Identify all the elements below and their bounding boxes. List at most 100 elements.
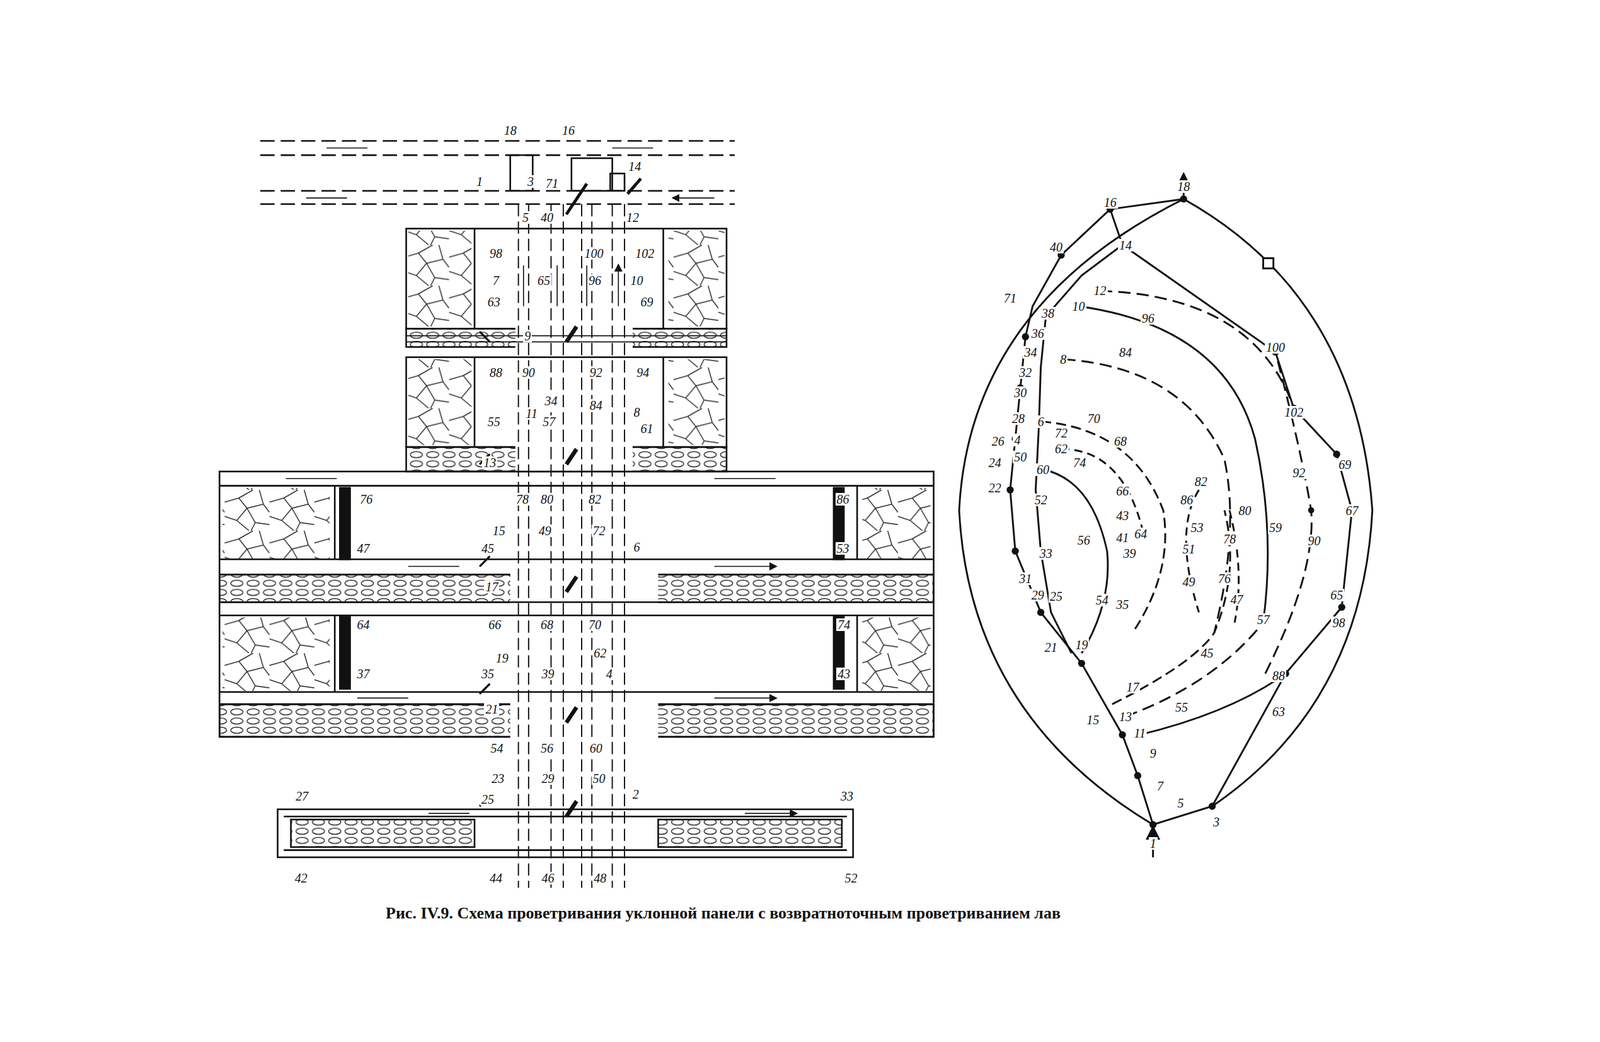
callout-number: 55 (1174, 700, 1190, 714)
callout-number: 7 (491, 274, 501, 287)
callout-number: 59 (1267, 521, 1284, 534)
callout-number: 19 (494, 651, 510, 665)
callout-number: 6 (1036, 415, 1046, 428)
callout-number: 70 (1086, 412, 1102, 425)
callout-number: 24 (987, 456, 1003, 469)
callout-number: 30 (1012, 386, 1028, 399)
callout-number: 8 (1058, 352, 1068, 366)
callout-number: 66 (1114, 484, 1130, 498)
callout-number: 71 (544, 177, 560, 190)
callout-number: 29 (540, 771, 556, 785)
callout-number: 47 (355, 541, 371, 555)
callout-number: 39 (1122, 546, 1138, 560)
callout-number: 57 (1255, 613, 1272, 626)
callout-number: 69 (639, 295, 655, 309)
callout-number: 35 (1114, 598, 1130, 611)
callout-number: 10 (628, 274, 645, 287)
callout-number: 45 (1199, 646, 1215, 660)
callout-number: 4 (604, 667, 614, 680)
callout-number: 2 (631, 787, 641, 801)
callout-number: 62 (592, 646, 608, 660)
callout-number: 29 (1030, 588, 1046, 602)
callout-number: 74 (1071, 456, 1088, 469)
callout-number: 12 (1092, 284, 1108, 297)
callout-number: 5 (1175, 796, 1185, 810)
callout-number: 9 (1148, 746, 1158, 760)
callout-number: 14 (627, 160, 643, 173)
callout-number: 88 (1271, 669, 1287, 682)
callout-number: 88 (488, 366, 504, 379)
callout-number: 78 (514, 492, 530, 506)
callout-number: 1 (1148, 836, 1158, 850)
callout-number: 61 (639, 422, 655, 435)
callout-number: 76 (358, 492, 374, 506)
callout-number: 39 (540, 667, 556, 680)
callout-number: 11 (524, 407, 539, 420)
callout-number: 4 (1012, 433, 1022, 447)
callout-number: 33 (1038, 546, 1054, 560)
callout-number: 21 (483, 702, 500, 716)
callout-number: 15 (1085, 713, 1101, 726)
callout-number: 68 (1112, 434, 1129, 448)
callout-number: 96 (587, 274, 603, 287)
callout-number: 67 (1344, 504, 1360, 517)
callout-number: 54 (1094, 593, 1110, 607)
callout-number: 76 (1216, 572, 1232, 585)
callout-number: 19 (1073, 638, 1089, 651)
callout-number: 12 (625, 211, 641, 224)
figure-caption: Рис. IV.9. Схема проветривания уклонной … (385, 903, 1061, 923)
callout-number: 7 (1155, 779, 1165, 793)
callout-number: 34 (543, 394, 559, 408)
callout-number: 36 (1030, 327, 1046, 340)
callout-number: 27 (294, 789, 310, 803)
callout-number: 8 (632, 405, 641, 419)
callout-number: 94 (635, 366, 651, 379)
callout-number: 42 (293, 871, 309, 885)
callout-number: 44 (488, 871, 504, 885)
callout-number: 41 (1114, 531, 1130, 544)
callout-number: 70 (587, 618, 603, 631)
callout-number: 9 (523, 329, 532, 343)
callout-number: 56 (539, 741, 555, 755)
callout-number: 25 (1048, 589, 1064, 603)
callout-number: 52 (1033, 493, 1049, 507)
callout-number: 92 (1291, 466, 1307, 479)
callout-number: 11 (1132, 726, 1147, 740)
callout-number: 54 (489, 741, 505, 755)
callout-number: 32 (1017, 366, 1033, 379)
callout-number: 98 (488, 247, 504, 260)
callout-number: 49 (1180, 575, 1197, 588)
callout-number: 63 (1271, 705, 1287, 718)
callout-number: 43 (1114, 509, 1130, 522)
callout-number: 50 (591, 771, 607, 785)
callout-number: 63 (486, 295, 502, 309)
callout-number: 23 (490, 771, 506, 785)
callout-number: 40 (1048, 240, 1064, 254)
callout-number: 46 (540, 871, 556, 885)
callout-number: 5 (521, 211, 530, 224)
callout-number: 22 (987, 481, 1003, 495)
callout-number: 21 (1043, 640, 1059, 654)
callout-number: 17 (483, 580, 500, 593)
callout-number: 62 (1053, 442, 1069, 455)
callout-number: 82 (587, 492, 603, 506)
callout-number: 65 (536, 274, 552, 287)
callout-number: 45 (480, 541, 496, 555)
callout-number: 84 (1117, 345, 1134, 359)
callout-number: 96 (1140, 311, 1156, 325)
callout-number: 33 (839, 789, 855, 803)
callout-number: 92 (588, 366, 604, 379)
callout-number: 48 (592, 871, 608, 885)
callout-number: 40 (539, 211, 555, 224)
callout-number: 82 (1193, 475, 1209, 488)
callout-number: 47 (1229, 592, 1245, 606)
callout-number: 53 (1189, 521, 1205, 534)
callout-number: 6 (632, 540, 641, 554)
callout-number: 17 (1124, 680, 1140, 694)
callout-number: 69 (1337, 458, 1353, 471)
callout-number: 57 (541, 415, 557, 428)
callout-number: 84 (588, 398, 604, 412)
callout-number: 3 (1211, 815, 1221, 829)
callout-number: 14 (1117, 238, 1134, 252)
callout-number: 80 (539, 492, 555, 506)
